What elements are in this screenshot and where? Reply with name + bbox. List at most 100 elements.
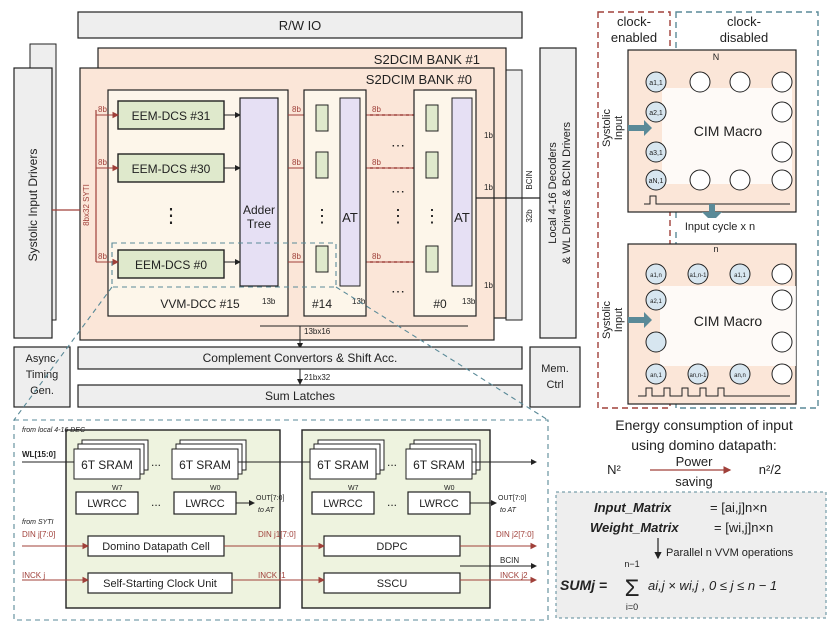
- from-local-label: from local 4-16 DEC: [22, 427, 86, 434]
- vvm-dcc-14: ⋮ AT #14: [303, 89, 367, 317]
- vvm0-label: #0: [433, 297, 447, 311]
- detail-panel: 6T SRAM 6T SRAM ... 6T SRAM 6T SRAM ... …: [22, 427, 538, 609]
- sram-3: 6T SRAM: [317, 458, 369, 472]
- wl-label: WL[15:0]: [22, 450, 56, 459]
- cim-panel: clock- enabled clock- disabled N CIM Mac…: [597, 11, 819, 409]
- energy-line2: using domino datapath:: [631, 437, 777, 453]
- vvm-dcc-0: ⋮ AT #0: [413, 89, 477, 317]
- bank0-label: S2DCIM BANK #0: [366, 72, 472, 87]
- ddpc: DDPC: [376, 541, 407, 553]
- clock-disabled-1: clock-: [727, 14, 761, 29]
- svg-text:a2,1: a2,1: [650, 299, 662, 305]
- sscu: SSCU: [377, 578, 408, 590]
- weight-matrix-lhs: Weight_Matrix: [590, 520, 679, 535]
- svg-text:1b: 1b: [484, 183, 493, 192]
- label-8b-f: 8b: [292, 252, 301, 261]
- svg-text:an,n-1: an,n-1: [689, 373, 707, 379]
- label-8b-e: 8b: [292, 158, 301, 167]
- sum-lhs: SUMj =: [560, 577, 607, 593]
- sum-latches-label: Sum Latches: [265, 389, 335, 403]
- adder-tree: Adder Tree: [239, 97, 279, 287]
- bcin-label: BCIN: [525, 170, 534, 189]
- svg-text:an,1: an,1: [650, 373, 662, 379]
- systolic-input-drivers: Systolic Input Drivers: [13, 43, 57, 339]
- svg-text:...: ...: [387, 495, 397, 509]
- sram-1: 6T SRAM: [81, 458, 133, 472]
- svg-text:a2,1: a2,1: [649, 110, 663, 117]
- clock-enabled-2: enabled: [611, 30, 657, 45]
- sum-latches-block: Sum Latches: [77, 384, 523, 408]
- svg-text:Ctrl: Ctrl: [546, 379, 563, 391]
- clock-enabled-1: clock-: [617, 14, 651, 29]
- svg-text:to AT: to AT: [500, 507, 517, 514]
- svg-text:⋮: ⋮: [389, 206, 407, 226]
- eem-31: EEM-DCS #31: [117, 100, 225, 130]
- svg-text:W7: W7: [112, 485, 123, 492]
- bcin-detail: BCIN: [500, 556, 519, 565]
- svg-text:OUT[7:0]: OUT[7:0]: [498, 495, 526, 502]
- svg-text:W7: W7: [348, 485, 359, 492]
- svg-text:a1,n: a1,n: [650, 273, 662, 279]
- eem-0: EEM-DCS #0: [117, 249, 225, 279]
- adder-label-2: Tree: [247, 217, 272, 231]
- svg-text:from SYTI: from SYTI: [22, 519, 54, 526]
- svg-text:⋯: ⋯: [391, 137, 405, 153]
- label-8b-i: 8b: [372, 252, 381, 261]
- sum-upper: n−1: [624, 559, 639, 569]
- label-8b-g: 8b: [372, 105, 381, 114]
- svg-text:a3,1: a3,1: [649, 150, 663, 157]
- vvm14-label: #14: [312, 297, 332, 311]
- svg-text:⋮: ⋮: [423, 206, 441, 226]
- bus-32b-label: 32b: [525, 209, 534, 223]
- sram-4: 6T SRAM: [413, 458, 465, 472]
- clock-disabled-2: disabled: [720, 30, 768, 45]
- eem0-label: EEM-DCS #0: [135, 258, 207, 272]
- local-decoders-label-1: Local 4-16 Decoders: [547, 142, 559, 244]
- energy-power: Power: [676, 454, 714, 469]
- energy-from: N²: [607, 462, 621, 477]
- svg-text:aN,1: aN,1: [649, 178, 664, 185]
- din-j2: DIN j2[7:0]: [496, 530, 534, 539]
- selfclk-unit: Self-Starting Clock Unit: [103, 578, 217, 590]
- inck-j: INCK j: [22, 571, 45, 580]
- svg-text:W0: W0: [210, 485, 221, 492]
- inck-j1: INCK j1: [258, 571, 286, 580]
- adder-label-1: Adder: [243, 203, 275, 217]
- input-matrix-rhs: = [ai,j]n×n: [710, 500, 767, 515]
- systolic-input-drivers-label: Systolic Input Drivers: [26, 149, 40, 262]
- lwrcc-1: LWRCC: [87, 498, 127, 510]
- svg-text:Timing: Timing: [26, 369, 59, 381]
- svg-text:...: ...: [151, 455, 161, 469]
- label-8b-d: 8b: [292, 105, 301, 114]
- local-decoders-block: Local 4-16 Decoders & WL Drivers & BCIN …: [505, 47, 577, 339]
- svg-text:13b: 13b: [262, 297, 276, 306]
- svg-text:a1,1: a1,1: [734, 273, 746, 279]
- label-8b-h: 8b: [372, 158, 381, 167]
- label-8b-b: 8b: [98, 158, 107, 167]
- weight-matrix-rhs: = [wi,j]n×n: [714, 520, 773, 535]
- formula-box: Input_Matrix = [ai,j]n×n Weight_Matrix =…: [555, 491, 827, 619]
- systolic-input-bot-1: Systolic: [601, 301, 613, 339]
- lwrcc-3: LWRCC: [323, 498, 363, 510]
- svg-text:W0: W0: [444, 485, 455, 492]
- eem-dots: ⋮: [161, 205, 181, 227]
- systolic-input-bot-2: Input: [613, 308, 625, 332]
- async-timing-gen: Async. Timing Gen.: [13, 346, 71, 408]
- svg-text:...: ...: [387, 455, 397, 469]
- systolic-input-top-1: Systolic: [601, 109, 613, 147]
- at-label-14: AT: [342, 210, 358, 225]
- cim-macro-top: CIM Macro: [694, 123, 763, 139]
- bus-13bx16-label: 13bx16: [304, 327, 331, 336]
- complement-block: Complement Convertors & Shift Acc.: [77, 346, 523, 370]
- systolic-input-top-2: Input: [613, 116, 625, 140]
- n-bottom: n: [713, 244, 718, 254]
- sum-rhs: ai,j × wi,j , 0 ≤ j ≤ n − 1: [648, 578, 777, 593]
- label-8b-a: 8b: [98, 105, 107, 114]
- vvm15-label: VVM-DCC #15: [160, 297, 240, 311]
- mem-ctrl: Mem. Ctrl: [529, 346, 581, 408]
- energy-line1: Energy consumption of input: [615, 417, 793, 433]
- cim-macro-bottom: CIM Macro: [694, 313, 763, 329]
- input-matrix-lhs: Input_Matrix: [594, 500, 672, 515]
- label-8b-c: 8b: [98, 252, 107, 261]
